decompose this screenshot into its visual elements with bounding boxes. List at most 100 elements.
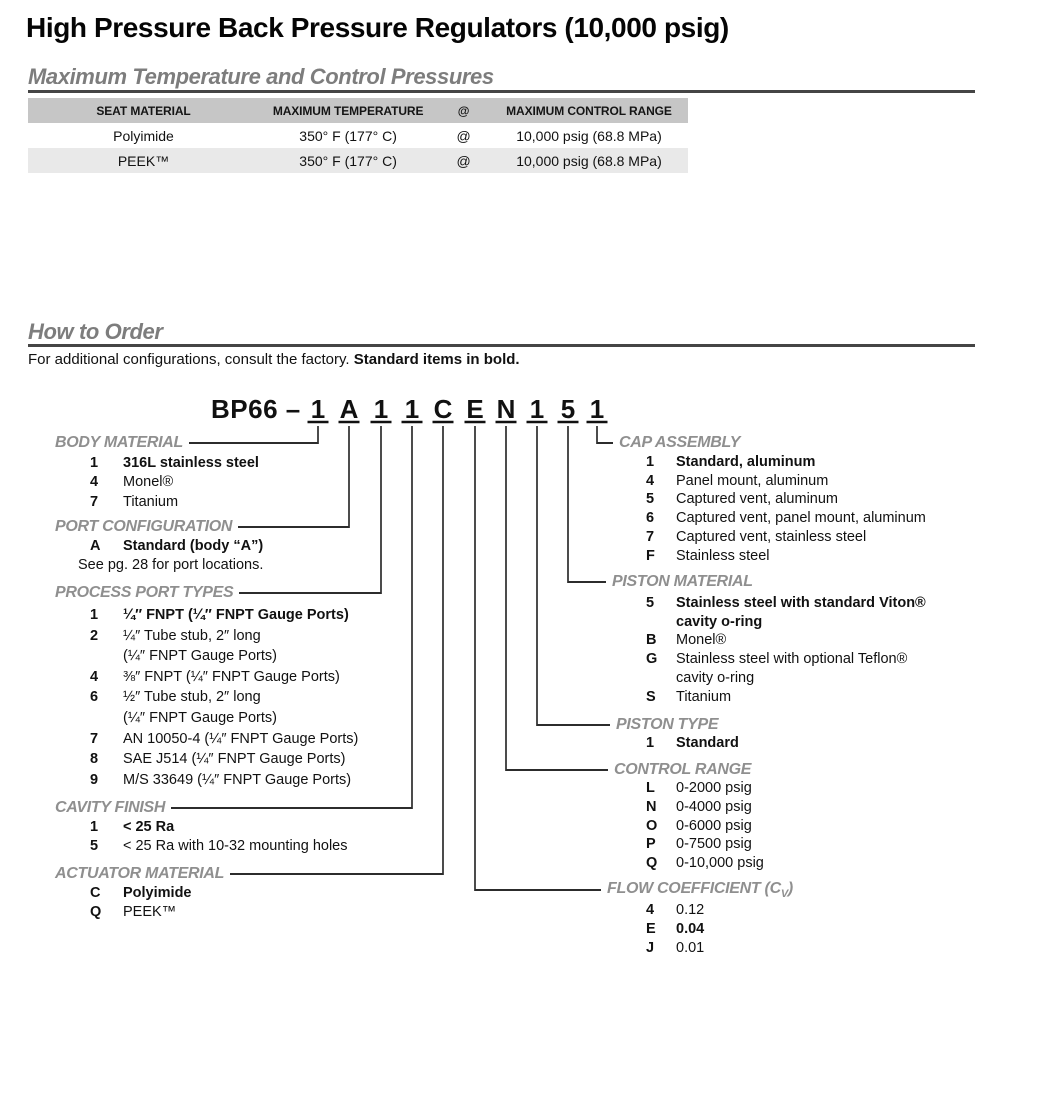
option-key: 4 — [646, 472, 655, 489]
option-key: 1 — [90, 819, 99, 835]
option-text: Captured vent, aluminum — [676, 491, 838, 508]
label-port-configuration: PORT CONFIGURATION — [55, 518, 349, 536]
option-key — [646, 669, 676, 688]
option-key: 5 — [90, 838, 99, 854]
option-key: 2 — [90, 627, 99, 644]
callout-label-text: ACTUATOR MATERIAL — [55, 865, 225, 882]
label-actuator-material: ACTUATOR MATERIAL — [55, 865, 443, 883]
option-row: A Standard (body “A”) — [90, 537, 263, 556]
label-flow-coefficient: FLOW COEFFICIENT (CV) — [475, 880, 793, 900]
option-key — [646, 613, 676, 632]
option-row: See pg. 28 for port locations. — [78, 556, 263, 575]
option-key — [90, 708, 123, 729]
option-text: Polyimide — [123, 885, 192, 901]
option-key: L — [646, 780, 655, 796]
callout-label-text: CONTROL RANGE — [614, 761, 752, 778]
callout-line — [188, 442, 318, 444]
option-key: Q — [646, 855, 658, 872]
option-text: < 25 Ra — [123, 819, 175, 835]
table-header-cell: MAXIMUM TEMPERATURE — [272, 103, 424, 118]
callout-label-text: BODY MATERIAL — [55, 434, 183, 451]
callout-line — [537, 724, 610, 726]
options-piston-type: 1 Standard — [646, 734, 739, 753]
option-key: J — [646, 939, 655, 956]
option-key: 1 — [646, 454, 655, 470]
table-header-cell: MAXIMUM CONTROL RANGE — [506, 103, 672, 118]
option-key: 6 — [646, 510, 655, 527]
option-text: Stainless steel with standard Viton® — [676, 595, 926, 611]
option-text: M/S 33649 (¼″ FNPT Gauge Ports) — [123, 771, 352, 788]
table-cell: @ — [456, 127, 471, 144]
option-text: Standard, aluminum — [676, 454, 816, 470]
option-key: 5 — [646, 491, 655, 508]
option-row: Q 0-10,000 psig — [646, 854, 764, 873]
callout-label-text: CAVITY FINISH — [55, 799, 166, 816]
option-key: B — [646, 632, 657, 649]
table-cell: @ — [456, 152, 471, 169]
order-code-char: 1 — [589, 394, 605, 424]
table-cell: Polyimide — [113, 127, 174, 144]
option-text: Captured vent, stainless steel — [676, 528, 867, 545]
option-key: 9 — [90, 771, 99, 788]
order-code-char: N — [496, 394, 516, 424]
callout-line — [568, 581, 606, 583]
option-key: E — [646, 920, 656, 937]
section-rule — [28, 344, 975, 347]
options-port-configuration: A Standard (body “A”) See pg. 28 for port … — [78, 537, 263, 575]
option-key: 1 — [646, 735, 655, 751]
label-control-range: CONTROL RANGE — [506, 761, 751, 779]
callout-label-text: PISTON TYPE — [616, 716, 719, 733]
option-text: 0.12 — [676, 902, 705, 918]
option-row: 5 Stainless steel with standard Viton® — [646, 594, 926, 613]
option-text: 0-10,000 psig — [676, 855, 764, 872]
option-key: N — [646, 798, 657, 815]
label-piston-material: PISTON MATERIAL — [568, 573, 753, 591]
callout-label-text: CAP ASSEMBLY — [619, 434, 741, 451]
option-row: (¼″ FNPT Gauge Ports) — [90, 646, 358, 667]
option-text: ¼″ Tube stub, 2″ long — [123, 627, 261, 644]
order-code-char: 1 — [404, 394, 420, 424]
option-key: 4 — [90, 474, 99, 491]
table-cell: PEEK™ — [117, 152, 170, 169]
order-note-bold: Standard items in bold. — [353, 351, 520, 368]
option-key: G — [646, 651, 658, 668]
option-text: Monel® — [676, 632, 727, 649]
option-text: (¼″ FNPT Gauge Ports) — [123, 648, 277, 665]
option-row: cavity o-ring — [646, 613, 926, 632]
option-key: S — [646, 688, 656, 705]
callout-line — [171, 807, 412, 809]
option-key: F — [646, 547, 655, 564]
option-row: 1 Standard, aluminum — [646, 453, 926, 472]
label-body-material: BODY MATERIAL — [55, 434, 318, 452]
table-cell: 10,000 psig (68.8 MPa) — [516, 152, 662, 169]
order-code-char: C — [433, 394, 453, 424]
option-text: ½″ Tube stub, 2″ long — [123, 689, 261, 706]
option-row: 5 Captured vent, aluminum — [646, 490, 926, 509]
callout-line — [230, 873, 443, 875]
option-text: 0.01 — [676, 939, 705, 956]
option-note: See pg. 28 for port locations. — [78, 557, 264, 573]
option-text: Standard — [676, 735, 739, 751]
section-heading-how-to-order: How to Order — [28, 319, 163, 344]
option-key: 4 — [646, 902, 655, 918]
option-key: A — [90, 538, 101, 554]
option-key: 5 — [646, 595, 655, 611]
option-row: 1 < 25 Ra — [90, 818, 348, 837]
option-text: Standard (body “A”) — [123, 538, 264, 554]
option-key: C — [90, 885, 101, 901]
options-piston-material: 5 Stainless steel with standard Viton® cav… — [646, 594, 926, 706]
